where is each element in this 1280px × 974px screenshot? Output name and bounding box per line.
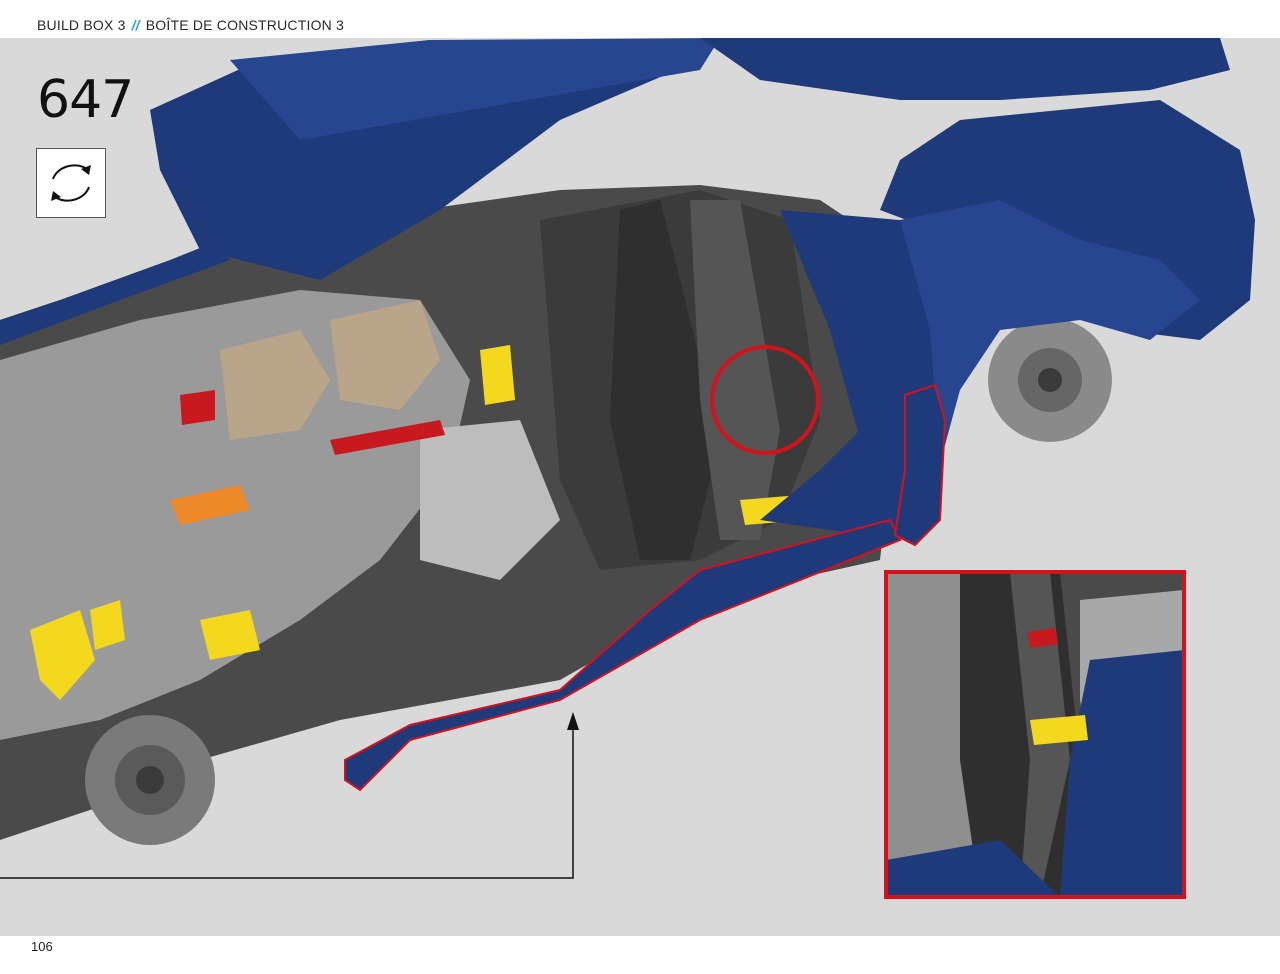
header-title: BUILD BOX 3 // BOÎTE DE CONSTRUCTION 3 bbox=[37, 17, 344, 33]
page-footer bbox=[0, 936, 1280, 974]
detail-highlight-circle bbox=[710, 345, 820, 455]
header-title-en: BUILD BOX 3 bbox=[37, 17, 126, 33]
page-number: 106 bbox=[31, 939, 53, 954]
rotate-model-icon bbox=[51, 164, 91, 202]
rotate-model-callout bbox=[36, 148, 106, 218]
assembly-illustration bbox=[0, 38, 1255, 899]
detail-inset bbox=[884, 570, 1186, 899]
page-header: BUILD BOX 3 // BOÎTE DE CONSTRUCTION 3 bbox=[0, 0, 1280, 38]
header-title-fr: BOÎTE DE CONSTRUCTION 3 bbox=[145, 17, 345, 33]
car-body-panels bbox=[0, 38, 1255, 792]
header-separator: // bbox=[131, 17, 140, 33]
step-number: 647 bbox=[37, 70, 134, 130]
callout-arrow bbox=[0, 712, 579, 879]
